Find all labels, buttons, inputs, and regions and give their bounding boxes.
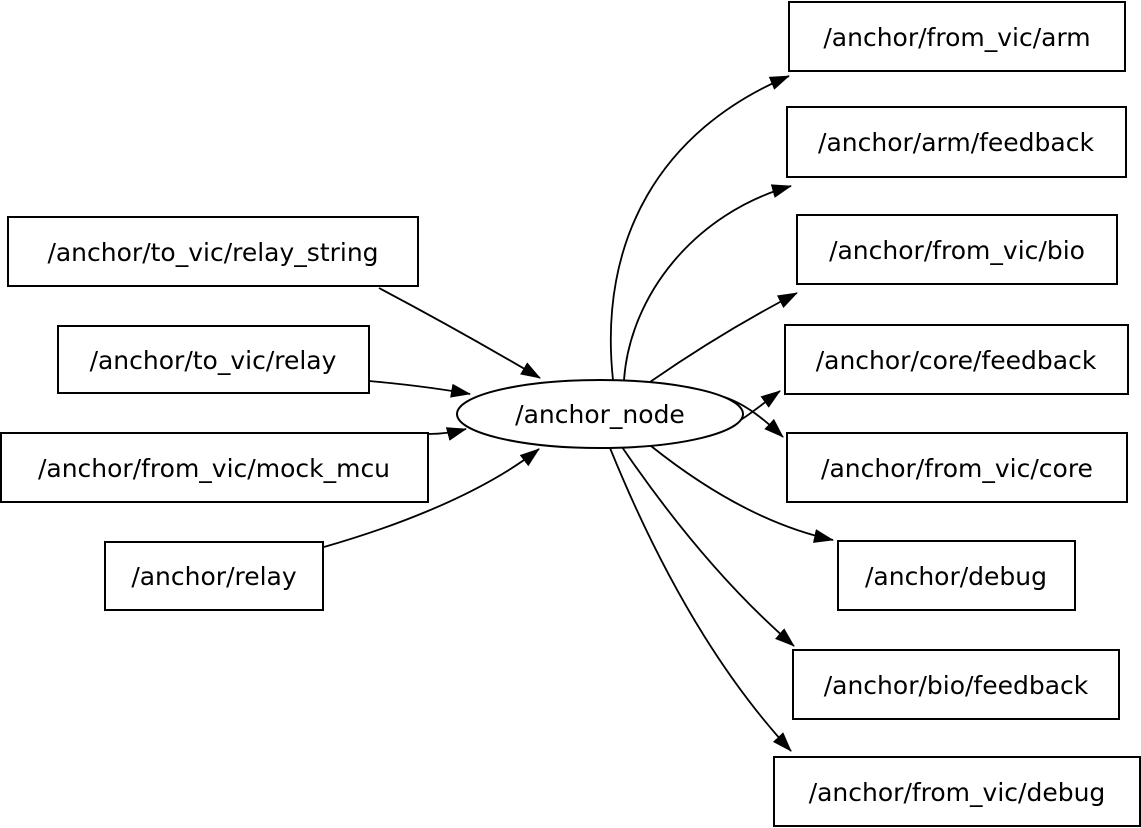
topic-label: /anchor/arm/feedback <box>818 128 1094 157</box>
topic-node-from-vic-debug: /anchor/from_vic/debug <box>773 756 1141 827</box>
topic-label: /anchor/to_vic/relay_string <box>47 238 378 267</box>
topic-label: /anchor/from_vic/mock_mcu <box>38 454 390 483</box>
edge-anchor-node-to-from-vic-arm <box>609 75 790 381</box>
topic-box <box>788 1 1126 72</box>
topic-node-core-feedback: /anchor/core/feedback <box>784 324 1129 395</box>
topic-box <box>792 649 1120 720</box>
node-anchor-node: /anchor_node <box>456 379 744 449</box>
topic-node-relay: /anchor/relay <box>104 541 324 611</box>
topic-box <box>7 216 419 287</box>
topic-label: /anchor/from_vic/debug <box>809 778 1106 807</box>
edge-relay-to-anchor-node <box>323 448 540 548</box>
topic-label: /anchor/core/feedback <box>816 346 1097 375</box>
topic-box <box>796 214 1118 285</box>
topic-label: /anchor/debug <box>865 562 1047 591</box>
topic-node-to-vic-relay-string: /anchor/to_vic/relay_string <box>7 216 419 287</box>
edge-to-vic-relay-string-to-anchor-node <box>378 287 541 379</box>
topic-label: /anchor/bio/feedback <box>824 671 1089 700</box>
topic-node-to-vic-relay: /anchor/to_vic/relay <box>57 325 370 394</box>
edge-anchor-node-to-from-vic-debug <box>609 447 792 752</box>
topic-label: /anchor/relay <box>131 562 297 591</box>
topic-label: /anchor/from_vic/arm <box>823 23 1090 52</box>
topic-node-from-vic-arm: /anchor/from_vic/arm <box>788 1 1126 72</box>
topic-node-from-vic-core: /anchor/from_vic/core <box>786 432 1128 503</box>
topic-box <box>837 540 1076 611</box>
topic-box <box>784 324 1129 395</box>
topic-box <box>0 432 429 503</box>
topic-box <box>773 756 1141 827</box>
edge-to-vic-relay-to-anchor-node <box>368 380 471 398</box>
node-label: /anchor_node <box>515 400 685 429</box>
topic-node-bio-feedback: /anchor/bio/feedback <box>792 649 1120 720</box>
edge-from-vic-mock-mcu-to-anchor-node <box>427 427 467 441</box>
topic-box <box>104 541 324 611</box>
edge-anchor-node-to-debug <box>650 445 834 543</box>
topic-node-from-vic-bio: /anchor/from_vic/bio <box>796 214 1118 285</box>
node-ellipse <box>456 379 744 449</box>
topic-box <box>57 325 370 394</box>
topic-label: /anchor/from_vic/bio <box>829 236 1085 265</box>
topic-label: /anchor/to_vic/relay <box>90 346 337 375</box>
edge-anchor-node-to-from-vic-bio <box>649 292 798 383</box>
edge-anchor-node-to-bio-feedback <box>621 446 795 647</box>
topic-node-debug: /anchor/debug <box>837 540 1076 611</box>
edge-anchor-node-to-arm-feedback <box>623 184 792 381</box>
topic-label: /anchor/from_vic/core <box>821 454 1093 483</box>
topic-box <box>786 432 1128 503</box>
topic-box <box>786 106 1127 178</box>
topic-node-from-vic-mock-mcu: /anchor/from_vic/mock_mcu <box>0 432 429 503</box>
topic-node-arm-feedback: /anchor/arm/feedback <box>786 106 1127 178</box>
